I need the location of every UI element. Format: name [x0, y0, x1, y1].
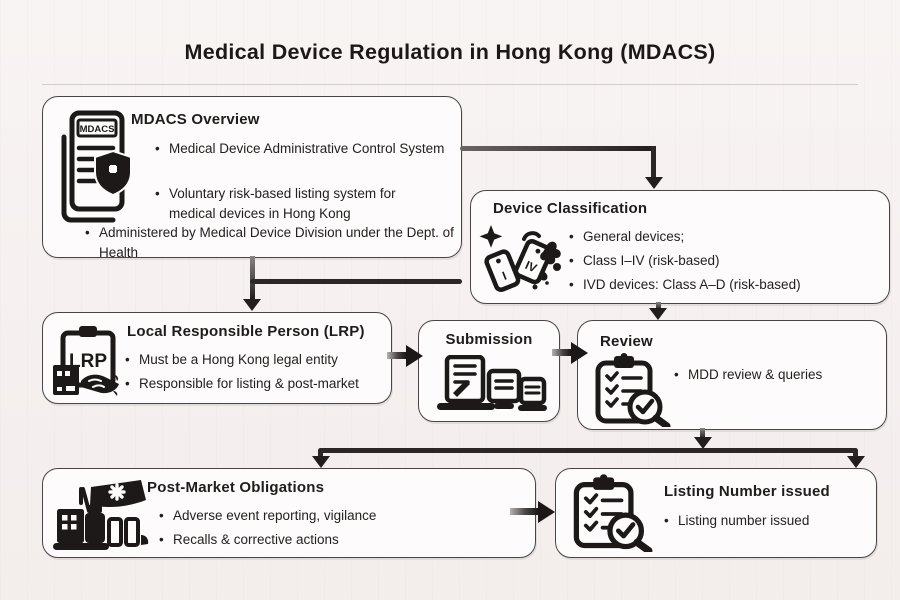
arrow-postmarket-to-listing-shaft: [510, 508, 538, 515]
arrowhead-into-lrp: [243, 299, 261, 311]
arrow-overview-to-lrp-v: [250, 256, 255, 300]
split-bar-h: [318, 448, 858, 453]
box-review: Review MDD review & queries: [577, 320, 887, 430]
page-title: Medical Device Regulation in Hong Kong (…: [184, 40, 716, 64]
arrow-overview-to-classification-h: [460, 146, 656, 151]
devices-documents-icon: [437, 355, 547, 411]
postmarket-title: Post-Market Obligations: [147, 479, 325, 496]
box-mdacs-overview: MDACS MDACS Overview Medical Device Admi…: [42, 96, 462, 260]
tags-sparkle-icon: IV I: [479, 225, 561, 292]
lrp-bullet-2: Responsible for listing & post-market: [125, 374, 359, 394]
arrow-lrp-to-submission-shaft: [387, 352, 406, 359]
overview-title: MDACS Overview: [131, 111, 260, 128]
lrp-bullet-1: Must be a Hong Kong legal entity: [125, 350, 338, 370]
submission-title: Submission: [445, 331, 533, 348]
overview-bullet-2: Voluntary risk-based listing system for …: [155, 184, 439, 223]
arrowhead-into-postmarket: [311, 456, 330, 468]
arrow-overview-to-classification-v: [651, 146, 656, 178]
classification-title: Device Classification: [493, 200, 648, 217]
split-bar-right-stub: [853, 450, 858, 458]
title-divider: [42, 84, 858, 85]
lrp-title: Local Responsible Person (LRP): [127, 323, 365, 340]
checklist-magnifier-icon: [595, 353, 671, 427]
review-title: Review: [600, 333, 653, 350]
checklist-magnifier-icon: [573, 474, 653, 552]
box-postmarket: Post-Market Obligations Adverse event re…: [42, 468, 536, 558]
box-device-classification: Device Classification IV I General devic…: [470, 190, 890, 304]
tag-label-i: I: [500, 269, 508, 283]
overview-bullet-3: Administered by Medical Device Division …: [85, 223, 461, 262]
arrowhead-review-into-bar: [693, 437, 712, 449]
line-classification-to-lrp-h: [250, 279, 462, 284]
overview-bullet-1: Medical Device Administrative Control Sy…: [155, 139, 461, 159]
arrow-submission-to-review-shaft: [552, 349, 571, 356]
pharmacy-supplies-icon: [53, 480, 149, 550]
arrowhead-into-review-left: [571, 341, 588, 364]
classification-bullet-3: IVD devices: Class A–D (risk-based): [569, 275, 801, 295]
listing-title: Listing Number issued: [664, 483, 830, 500]
classification-bullet-1: General devices;: [569, 227, 684, 247]
review-bullet-1: MDD review & queries: [674, 365, 822, 385]
postmarket-bullet-1: Adverse event reporting, vigilance: [159, 506, 376, 526]
arrowhead-into-review-top: [649, 308, 667, 320]
postmarket-bullet-2: Recalls & corrective actions: [159, 530, 339, 550]
documents-shield-icon: MDACS: [61, 110, 132, 223]
box-lrp: LRP Local Responsible Person (LRP) Must …: [42, 312, 392, 404]
arrowhead-into-listing-left: [538, 500, 555, 523]
arrowhead-into-submission: [406, 344, 423, 367]
lrp-clipboard-hand-icon: LRP: [53, 326, 119, 396]
arrow-review-down-v: [700, 428, 705, 439]
box-submission: Submission: [418, 320, 560, 422]
classification-bullet-2: Class I–IV (risk-based): [569, 251, 720, 271]
tag-label-iv: IV: [523, 258, 539, 275]
arrowhead-into-classification: [644, 177, 663, 189]
arrowhead-into-listing-top: [846, 456, 865, 468]
box-listing: Listing Number issued Listing number iss…: [555, 468, 877, 558]
split-bar-left-stub: [318, 450, 323, 458]
arrow-classification-to-review-v: [656, 302, 661, 310]
mdacs-doc-label: MDACS: [80, 124, 115, 135]
listing-bullet-1: Listing number issued: [664, 511, 809, 531]
